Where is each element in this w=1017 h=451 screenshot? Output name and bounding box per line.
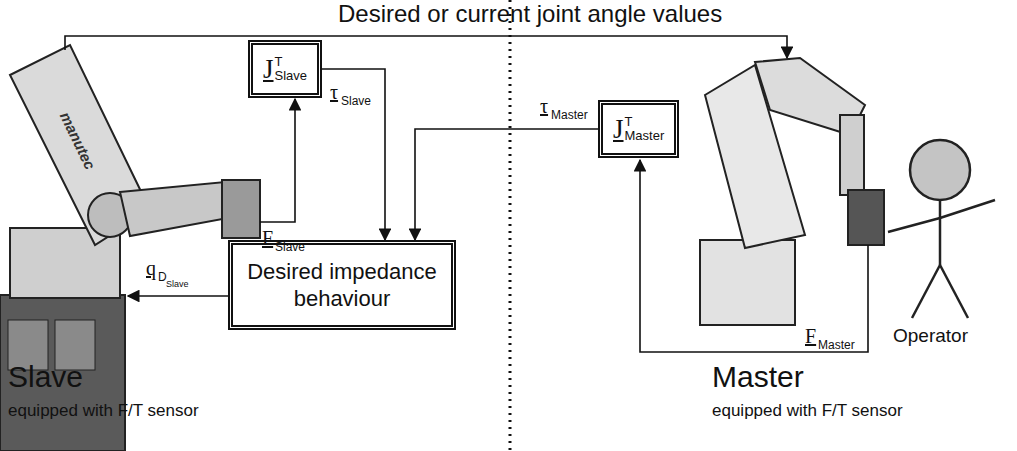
slave-robot <box>0 45 260 451</box>
operator-leg <box>940 265 968 318</box>
impedance-box: Desired impedance behaviour <box>228 240 456 330</box>
robot-title: Master <box>712 362 804 392</box>
signal-symbol: F <box>805 326 816 346</box>
signal-subscript: Slave <box>275 241 305 253</box>
operator-body <box>939 200 942 265</box>
operator-arm <box>888 218 940 232</box>
index-stack: TMaster <box>625 115 665 142</box>
torque-connector <box>415 129 598 240</box>
signal-symbol: q <box>146 258 156 278</box>
signal-symbol: F <box>262 228 273 248</box>
subscript: Slave <box>275 69 308 83</box>
signal-subscript: D <box>158 271 167 283</box>
robot-subtitle: equipped with F/T sensor <box>8 402 199 419</box>
index-stack: TSlave <box>275 55 308 82</box>
robot-gripper <box>848 190 884 245</box>
operator-leg <box>912 265 940 318</box>
box-text: Desired impedance behaviour <box>247 258 437 313</box>
operator-head <box>910 140 970 200</box>
wire-label: Desired or current joint angle values <box>338 2 722 26</box>
operator-arm <box>940 200 995 218</box>
torque-connector <box>322 69 385 240</box>
subscript: Master <box>625 129 665 143</box>
signal-symbol: τ <box>330 82 338 102</box>
signal-subscript: Master <box>551 109 588 121</box>
robot-title: Slave <box>8 362 83 392</box>
joint-angle-wire <box>65 36 787 58</box>
matrix-symbol: J <box>263 56 274 83</box>
matrix-symbol: J <box>613 116 624 143</box>
joint-command-wire <box>128 295 228 297</box>
signal-subscript: Master <box>818 339 855 351</box>
operator-figure <box>888 140 995 318</box>
superscript: T <box>625 115 665 129</box>
force-wire <box>260 99 295 222</box>
master-robot <box>700 58 884 325</box>
robot-wrist <box>840 115 864 195</box>
signal-subscript: Slave <box>166 280 189 289</box>
operator-label: Operator <box>893 326 968 345</box>
robot-forearm <box>120 182 228 236</box>
jacobian-box: JTMaster <box>598 100 679 158</box>
superscript: T <box>275 55 308 69</box>
jacobian-box: JTSlave <box>248 40 322 98</box>
robot-base <box>0 295 125 451</box>
robot-subtitle: equipped with F/T sensor <box>712 402 903 419</box>
robot-base <box>700 240 795 325</box>
robot-gripper <box>222 180 260 238</box>
force-wire <box>640 160 868 352</box>
signal-symbol: τ <box>540 96 548 116</box>
signal-subscript: Slave <box>341 95 371 107</box>
divider-line <box>509 0 512 451</box>
